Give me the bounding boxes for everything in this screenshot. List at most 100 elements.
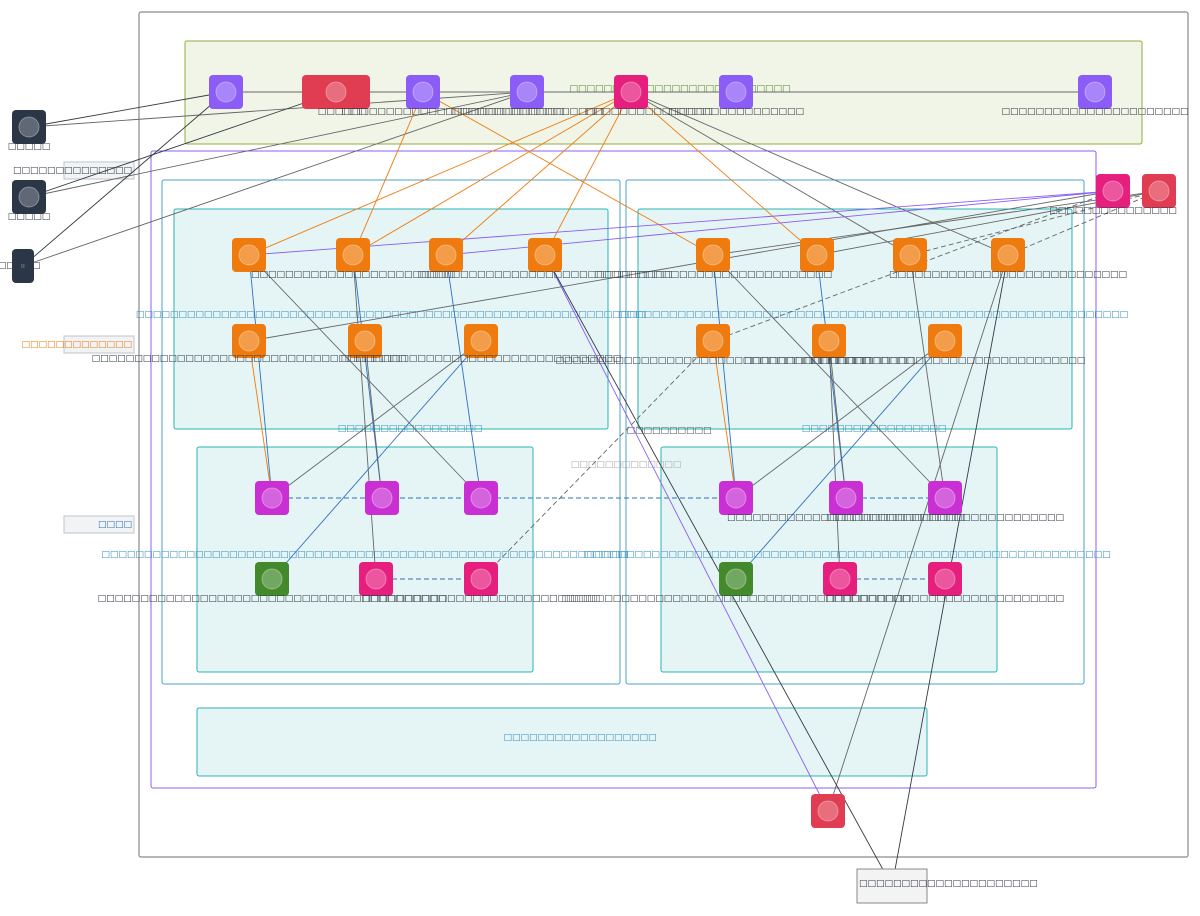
compute-icon xyxy=(435,244,457,266)
node-lu-6[interactable] xyxy=(348,324,382,358)
edge-lu-5-to-side-1 xyxy=(248,189,1114,342)
node-label-ext-2: □□□□□ xyxy=(8,212,51,222)
node-ext-3[interactable] xyxy=(12,249,34,283)
node-lu-4[interactable] xyxy=(528,238,562,272)
node-bottom-node[interactable] xyxy=(811,794,845,828)
edge-lu-4-to-ext-box xyxy=(544,254,893,887)
node-rl-1[interactable] xyxy=(719,481,753,515)
storage-icon xyxy=(725,568,747,590)
user-icon xyxy=(18,186,40,208)
pink-tile xyxy=(823,562,857,596)
green-tile xyxy=(719,562,753,596)
node-ru-6[interactable] xyxy=(812,324,846,358)
compute-icon xyxy=(342,244,364,266)
database-icon xyxy=(835,487,857,509)
node-ext-box[interactable] xyxy=(856,868,928,904)
service-icon xyxy=(215,81,237,103)
node-ru-3[interactable] xyxy=(893,238,927,272)
node-rl-5[interactable] xyxy=(823,562,857,596)
node-top-4[interactable] xyxy=(510,75,544,109)
edge-lu-2-to-ll-5 xyxy=(352,254,379,580)
node-side-2[interactable] xyxy=(1142,174,1176,208)
node-ru-7[interactable] xyxy=(928,324,962,358)
node-ru-2[interactable] xyxy=(800,238,834,272)
node-label-ru-1: □□□□□□□□□□□□□□□□□□□□□□□□□□□□ xyxy=(594,270,832,280)
node-label-lu-5: □□□□□□□□□□□□□□□□□□□□□□□□□□□□□□□□□□□□□ xyxy=(92,354,407,364)
red-tile xyxy=(302,75,370,109)
node-label-ru-4: □□□□□□□□□□□□□□□□□□□□□□□□□□□□ xyxy=(889,270,1127,280)
pink-tile xyxy=(614,75,648,109)
pink-tile xyxy=(464,562,498,596)
orange-tile xyxy=(812,324,846,358)
edge-ext-1-to-top-4 xyxy=(28,89,528,128)
node-top-2[interactable] xyxy=(302,75,370,109)
gateway-icon xyxy=(1148,180,1170,202)
group-mid-container xyxy=(150,150,1097,789)
node-ll-5[interactable] xyxy=(359,562,393,596)
orange-tile xyxy=(893,238,927,272)
external-box[interactable] xyxy=(856,868,928,904)
node-ext-2[interactable] xyxy=(12,180,46,214)
node-ext-1[interactable] xyxy=(12,110,46,144)
group-label-right-upper: □□□□□□□□□□□□□□□□□ xyxy=(802,424,947,434)
edge-ru-2-to-top-5 xyxy=(630,91,818,256)
edge-ru-1-to-rl-3 xyxy=(712,254,946,499)
router-icon xyxy=(1102,180,1124,202)
compute-icon xyxy=(818,330,840,352)
node-label-lu-7: □□□□□□□□□□□□□□□□□□□□□□□□□□□□□□□□□ xyxy=(341,354,622,364)
node-lu-2[interactable] xyxy=(336,238,370,272)
edge-ru-3-to-top-5 xyxy=(630,91,911,256)
node-ru-5[interactable] xyxy=(696,324,730,358)
node-ll-6[interactable] xyxy=(464,562,498,596)
node-top-7[interactable] xyxy=(1078,75,1112,109)
edge-lu-7-to-ll-1 xyxy=(271,340,482,499)
edge-ru-4-to-side-2 xyxy=(1007,190,1160,256)
group-left-zone xyxy=(161,179,621,685)
green-tile xyxy=(255,562,289,596)
group-top-band xyxy=(184,40,1143,145)
edge-lu-2-to-top-3 xyxy=(352,91,424,256)
node-ll-4[interactable] xyxy=(255,562,289,596)
database-icon xyxy=(725,487,747,509)
edge-lu-1-to-ll-1 xyxy=(248,254,275,499)
node-label-top-2: □□□ xyxy=(341,107,367,117)
edge-lu-1-to-ll-3 xyxy=(248,254,482,499)
purple-tile xyxy=(209,75,243,109)
node-ru-4[interactable] xyxy=(991,238,1025,272)
router-icon xyxy=(620,81,642,103)
legend-label-legend-1: □□□□□□□□□□□□□□ xyxy=(13,166,132,176)
node-top-3[interactable] xyxy=(406,75,440,109)
orange-tile xyxy=(336,238,370,272)
node-top-5[interactable] xyxy=(614,75,648,109)
edge-lu-1-to-side-1 xyxy=(248,188,1114,256)
node-top-6[interactable] xyxy=(719,75,753,109)
node-lu-3[interactable] xyxy=(429,238,463,272)
node-top-1[interactable] xyxy=(209,75,243,109)
node-label-rl-2: □□□□□□□□□□□□□□□□□□□□□□□□□□□□ xyxy=(727,513,965,523)
node-lu-1[interactable] xyxy=(232,238,266,272)
node-rl-2[interactable] xyxy=(829,481,863,515)
node-rl-4[interactable] xyxy=(719,562,753,596)
purple-tile xyxy=(510,75,544,109)
group-caption-left-upper-sub: □□□□□□□□□□□□□□□□□□□□□□□□□□□□□□□□□□□□□□□□… xyxy=(136,310,646,320)
node-label-ext-3: □□□□□ xyxy=(0,261,40,271)
node-side-1[interactable] xyxy=(1096,174,1130,208)
magenta-tile xyxy=(719,481,753,515)
orange-tile xyxy=(429,238,463,272)
magenta-tile xyxy=(464,481,498,515)
dark-tile xyxy=(12,110,46,144)
node-ru-1[interactable] xyxy=(696,238,730,272)
node-ll-3[interactable] xyxy=(464,481,498,515)
orange-tile xyxy=(928,324,962,358)
node-rl-6[interactable] xyxy=(928,562,962,596)
node-ll-1[interactable] xyxy=(255,481,289,515)
user-icon xyxy=(18,116,40,138)
edge-ru-5-to-rl-1 xyxy=(712,340,738,499)
node-rl-3[interactable] xyxy=(928,481,962,515)
node-ll-2[interactable] xyxy=(365,481,399,515)
node-lu-5[interactable] xyxy=(232,324,266,358)
purple-tile xyxy=(719,75,753,109)
node-lu-7[interactable] xyxy=(464,324,498,358)
node-label-ru-6: □□□□□□□□□□□□□□□□□□□□ xyxy=(744,356,914,366)
